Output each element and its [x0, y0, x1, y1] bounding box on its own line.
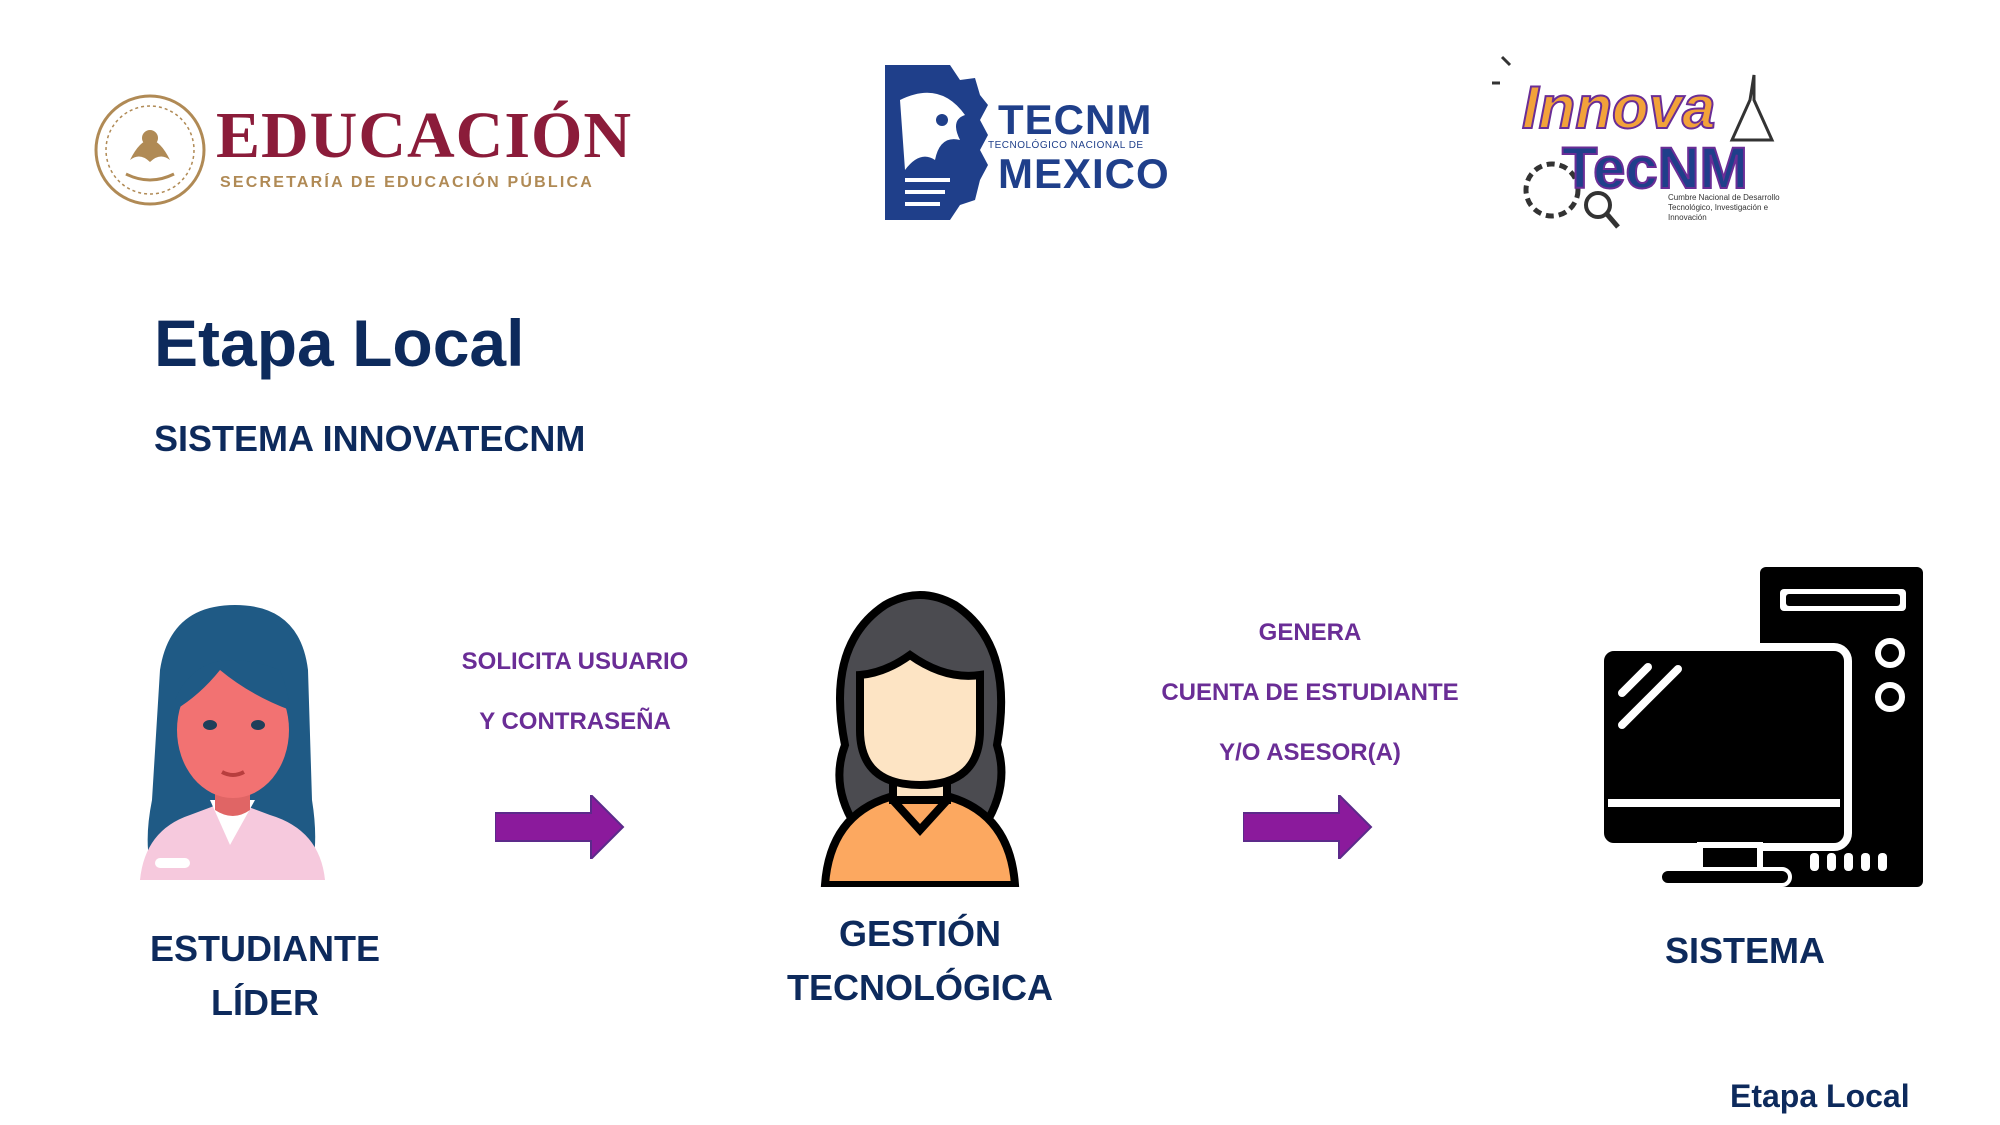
innova-word: Innova — [1521, 73, 1716, 142]
tecnm-logo: TECNM TECNOLÓGICO NACIONAL DE MEXICO — [880, 60, 1170, 225]
step-gestion-label: GESTIÓN TECNOLÓGICA — [760, 907, 1080, 1015]
arrow2-line2: CUENTA DE ESTUDIANTE — [1161, 679, 1459, 706]
mexican-coat-of-arms-icon — [94, 94, 206, 206]
step-student-line1: ESTUDIANTE — [149, 928, 380, 969]
step-gestion-line1: GESTIÓN — [838, 913, 1002, 954]
step-gestion-line2: TECNOLÓGICA — [787, 967, 1053, 1008]
arrow2-line3: Y/O ASESOR(A) — [1219, 739, 1401, 766]
step-sistema-label: SISTEMA — [1600, 924, 1890, 978]
tecnm-tagline: TECNOLÓGICO NACIONAL DE — [988, 140, 1144, 151]
innova-tagline: Cumbre Nacional de Desarrollo Tecnológic… — [1668, 193, 1780, 222]
tecnm-title: TECNM — [998, 96, 1153, 143]
arrow1-line1: SOLICITA USUARIO — [461, 648, 689, 675]
sep-subtitle: SECRETARÍA DE EDUCACIÓN PÚBLICA — [220, 174, 594, 191]
page-subtitle: SISTEMA INNOVATECNM — [154, 418, 586, 459]
student-woman-icon — [140, 605, 325, 880]
arrow2-line1: GENERA — [1258, 619, 1362, 646]
sep-title: EDUCACIÓN — [216, 99, 633, 172]
step-sistema-line1: SISTEMA — [1664, 930, 1825, 971]
footer-label: Etapa Local — [1730, 1078, 1910, 1114]
desktop-computer-icon — [1600, 567, 1923, 887]
arrow1-line2: Y CONTRASEÑA — [479, 708, 671, 735]
innovatecnm-logo: Innova TecNM Cumbre Nacional de Desarrol… — [1492, 55, 1792, 235]
tecnm-country: MEXICO — [998, 150, 1170, 197]
gear-flask-icon — [1492, 55, 1775, 229]
arrow1-caption: SOLICITA USUARIO Y CONTRASEÑA — [430, 632, 720, 752]
woman-avatar-icon — [820, 591, 1020, 887]
flow-arrow-right-icon — [495, 795, 625, 859]
gear-eagle-emblem-icon — [885, 65, 988, 220]
step-student-line2: LÍDER — [211, 982, 319, 1023]
flow-arrow-right-icon — [1243, 795, 1373, 859]
page-title: Etapa Local — [154, 306, 525, 380]
arrow2-caption: GENERA CUENTA DE ESTUDIANTE Y/O ASESOR(A… — [1130, 603, 1490, 783]
step-student-leader-label: ESTUDIANTE LÍDER — [105, 922, 425, 1030]
sep-logo: EDUCACIÓN SECRETARÍA DE EDUCACIÓN PÚBLIC… — [90, 90, 633, 210]
innova-tecnm-word: TecNM — [1561, 135, 1749, 202]
